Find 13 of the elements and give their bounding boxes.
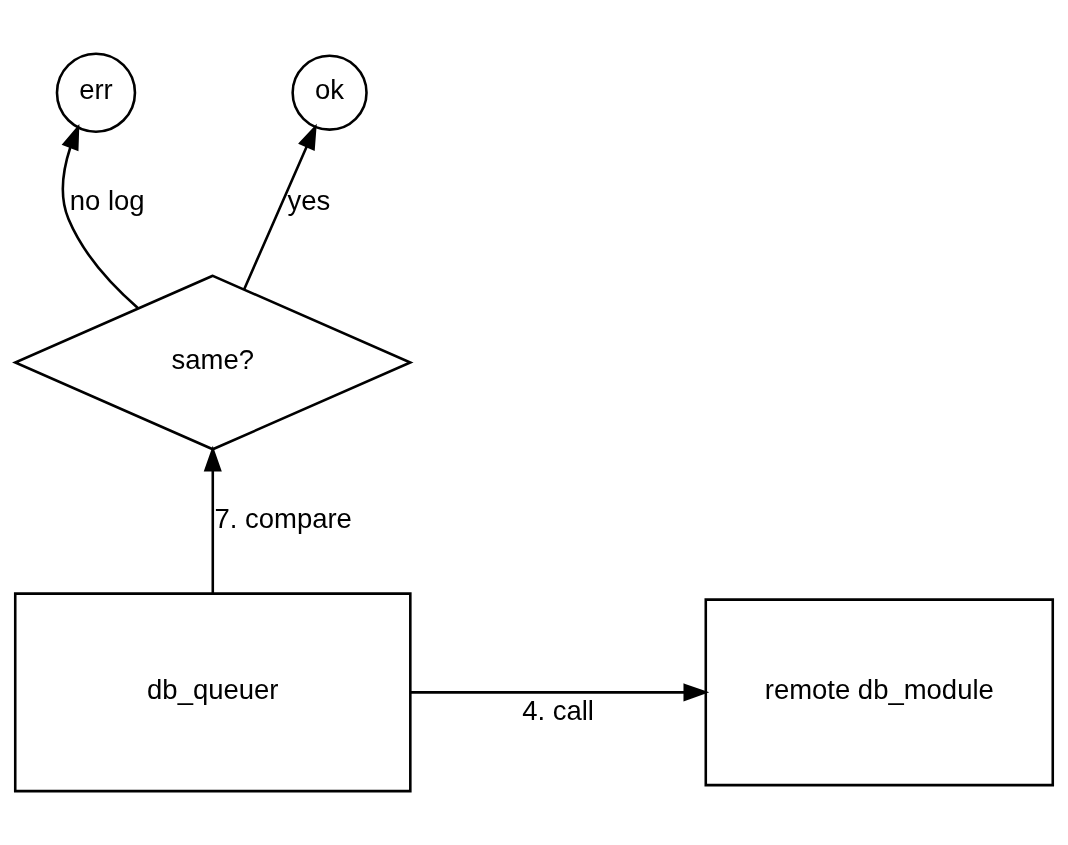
- node-circle: ok: [291, 54, 368, 131]
- arrow: [410, 683, 710, 702]
- edge-label: no log: [69, 185, 145, 217]
- arrow: [203, 445, 222, 594]
- node-box: remote db_module: [704, 598, 1055, 787]
- edge-label: yes: [287, 185, 331, 217]
- node-box: db_queuer: [13, 592, 412, 793]
- edge-label: 7. compare: [214, 502, 352, 534]
- edge-label: 4. call: [522, 694, 594, 726]
- arrow: [61, 124, 139, 309]
- node-circle: err: [55, 52, 137, 133]
- arrow: [242, 123, 317, 290]
- node-diamond: same?: [12, 274, 414, 451]
